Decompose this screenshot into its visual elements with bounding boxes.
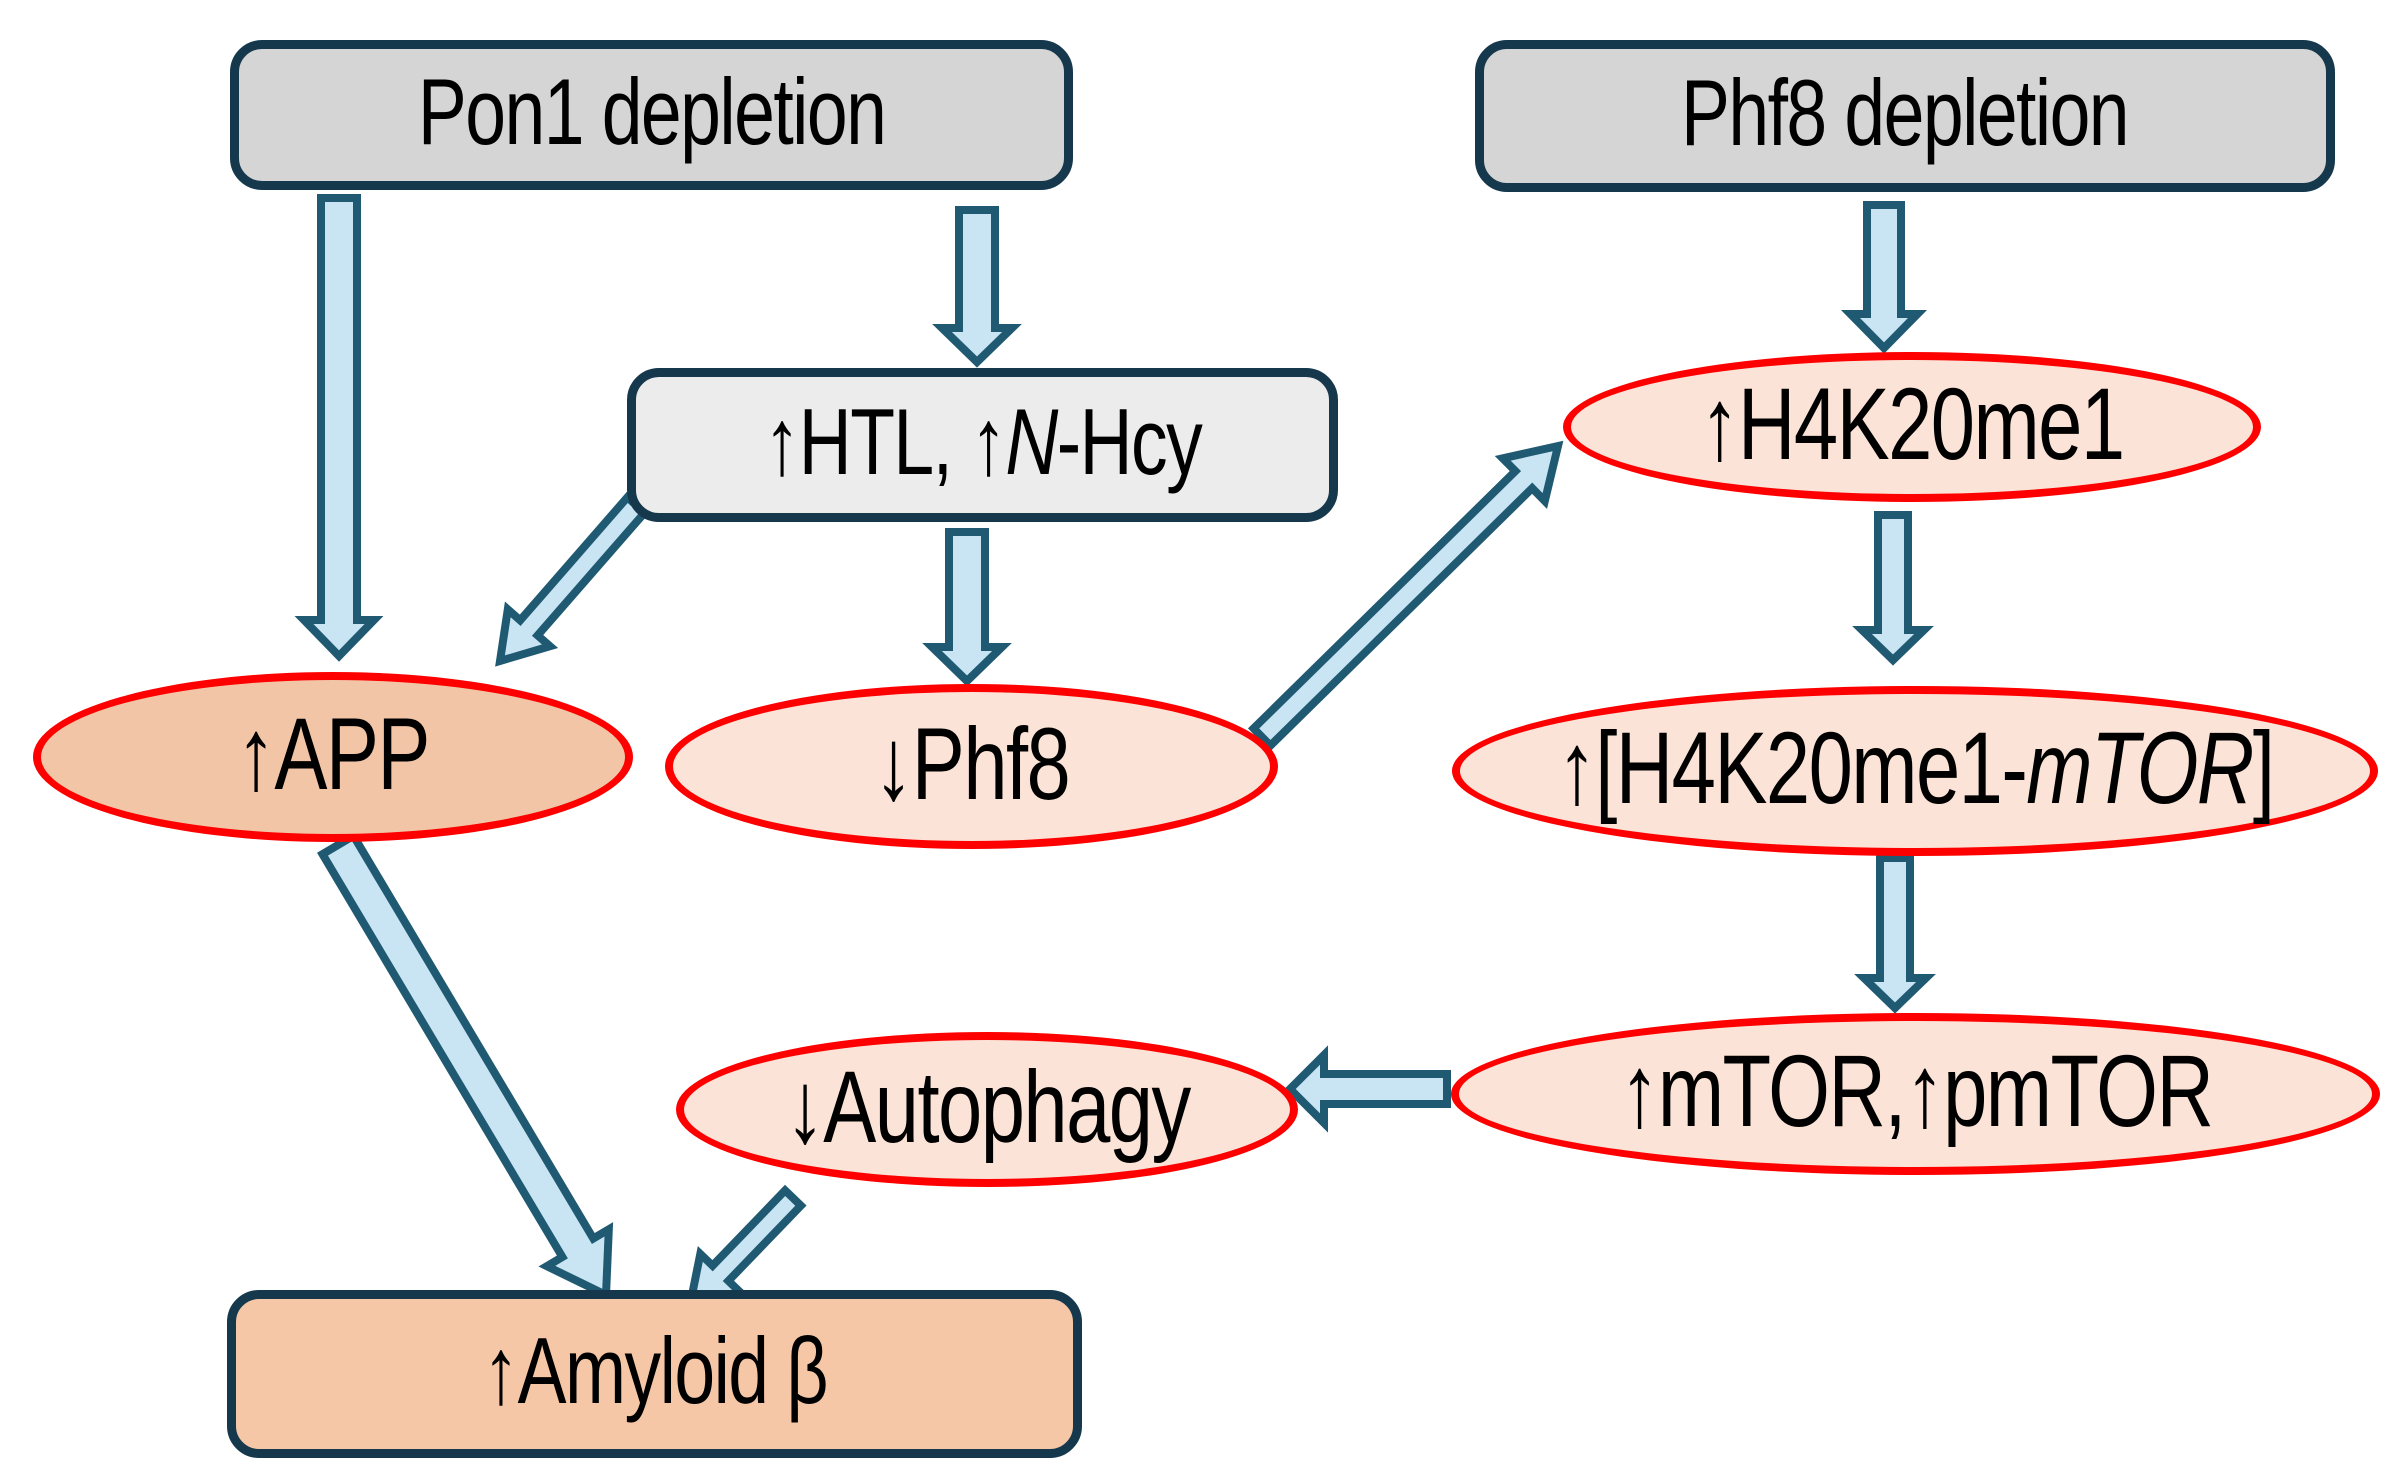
node-pon1-depletion: Pon1 depletion bbox=[230, 40, 1073, 190]
node-mtor-pmtor: ↑mTOR,↑pmTOR bbox=[1451, 1013, 2380, 1175]
arrow-htl-to-app bbox=[495, 491, 651, 667]
arrow-complex-to-mtor bbox=[1854, 854, 1936, 1014]
node-label: ↑Amyloid β bbox=[482, 1318, 828, 1423]
node-label: ↑HTL, ↑N-Hcy bbox=[763, 389, 1203, 494]
arrow-h4k20me1-to-complex bbox=[1852, 511, 1934, 666]
arrow-pon1-to-htl bbox=[932, 206, 1022, 368]
node-label: ↓Autophagy bbox=[784, 1049, 1191, 1164]
arrow-pon1-to-app bbox=[294, 194, 384, 662]
node-htl-nhcy: ↑HTL, ↑N-Hcy bbox=[627, 368, 1338, 522]
node-autophagy: ↓Autophagy bbox=[676, 1032, 1298, 1187]
node-amyloid-beta: ↑Amyloid β bbox=[227, 1290, 1082, 1458]
arrow-phf8-to-h4k20me1 bbox=[1247, 440, 1564, 752]
node-label: ↑H4K20me1 bbox=[1700, 367, 2125, 481]
arrow-htl-to-phf8 bbox=[922, 528, 1012, 687]
arrow-app-to-amyloid bbox=[317, 830, 614, 1302]
node-label: ↑mTOR,↑pmTOR bbox=[1619, 1034, 2213, 1148]
arrow-phf8dep-to-h4k20me1 bbox=[1840, 201, 1928, 354]
node-label: ↑[H4K20me1-mTOR] bbox=[1556, 711, 2275, 825]
arrow-autophagy-to-amyloid bbox=[684, 1184, 807, 1311]
node-phf8: ↓Phf8 bbox=[665, 684, 1278, 849]
arrow-mtor-to-autophagy bbox=[1284, 1045, 1451, 1133]
node-label: ↓Phf8 bbox=[873, 706, 1071, 821]
node-app: ↑APP bbox=[33, 672, 633, 842]
node-phf8-depletion: Phf8 depletion bbox=[1475, 40, 2335, 192]
node-label: Phf8 depletion bbox=[1681, 60, 2131, 165]
node-h4k20me1: ↑H4K20me1 bbox=[1563, 352, 2261, 502]
node-h4k20me1-mtor-complex: ↑[H4K20me1-mTOR] bbox=[1452, 686, 2378, 856]
node-label: ↑APP bbox=[236, 697, 431, 811]
node-label: Pon1 depletion bbox=[417, 59, 887, 164]
